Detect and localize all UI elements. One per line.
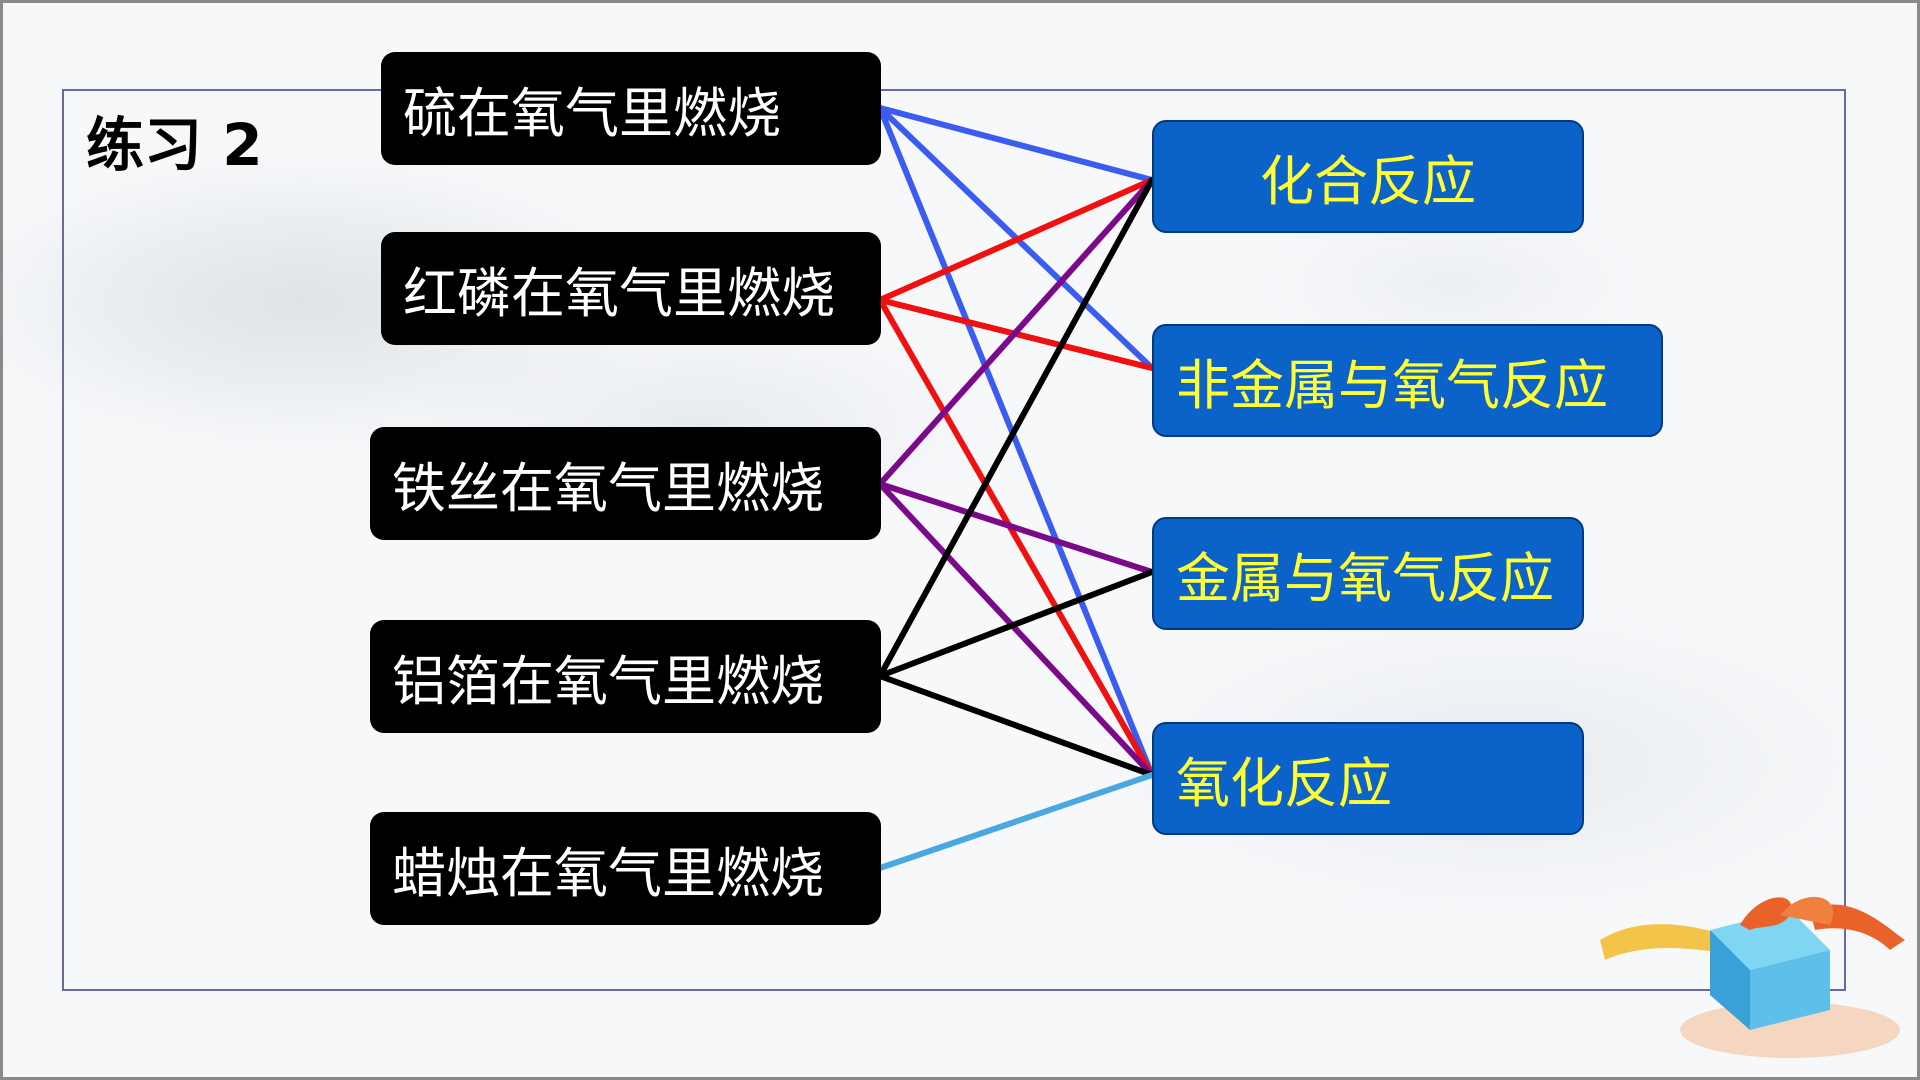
- left-item-label: 蜡烛在氧气里燃烧: [392, 842, 824, 905]
- left-item-red-phosphorus: 红磷在氧气里燃烧: [381, 232, 881, 345]
- left-item-label: 红磷在氧气里燃烧: [403, 262, 835, 325]
- left-item-label: 硫在氧气里燃烧: [403, 82, 781, 145]
- left-item-label: 铁丝在氧气里燃烧: [392, 457, 824, 520]
- right-item-label: 氧化反应: [1176, 752, 1392, 815]
- connection-line: [877, 177, 1155, 303]
- left-item-aluminum-foil: 铝箔在氧气里燃烧: [370, 620, 881, 733]
- connection-line: [877, 481, 1155, 575]
- connection-line: [877, 105, 1155, 183]
- connection-line: [877, 105, 1155, 778]
- connection-line: [877, 177, 1155, 679]
- connection-line: [877, 177, 1155, 487]
- right-item-label: 非金属与氧气反应: [1176, 354, 1608, 417]
- exercise-title: 练习 2: [86, 111, 263, 179]
- connection-line: [877, 569, 1155, 679]
- connection-line: [877, 772, 1155, 871]
- right-item-combination-reaction: 化合反应: [1152, 120, 1584, 233]
- connection-line: [877, 673, 1155, 778]
- right-item-metal-oxygen-reaction: 金属与氧气反应: [1152, 517, 1584, 630]
- connection-line: [877, 481, 1155, 778]
- right-item-label: 化合反应: [1260, 150, 1476, 213]
- left-item-candle: 蜡烛在氧气里燃烧: [370, 812, 881, 925]
- left-item-label: 铝箔在氧气里燃烧: [392, 650, 824, 713]
- connection-line: [877, 297, 1155, 778]
- gift-box-icon: [1600, 896, 1905, 1058]
- left-item-sulfur: 硫在氧气里燃烧: [381, 52, 881, 165]
- right-item-label: 金属与氧气反应: [1176, 547, 1554, 610]
- content-frame: [62, 89, 1846, 991]
- right-item-nonmetal-oxygen-reaction: 非金属与氧气反应: [1152, 324, 1663, 437]
- left-item-iron-wire: 铁丝在氧气里燃烧: [370, 427, 881, 540]
- right-item-oxidation-reaction: 氧化反应: [1152, 722, 1584, 835]
